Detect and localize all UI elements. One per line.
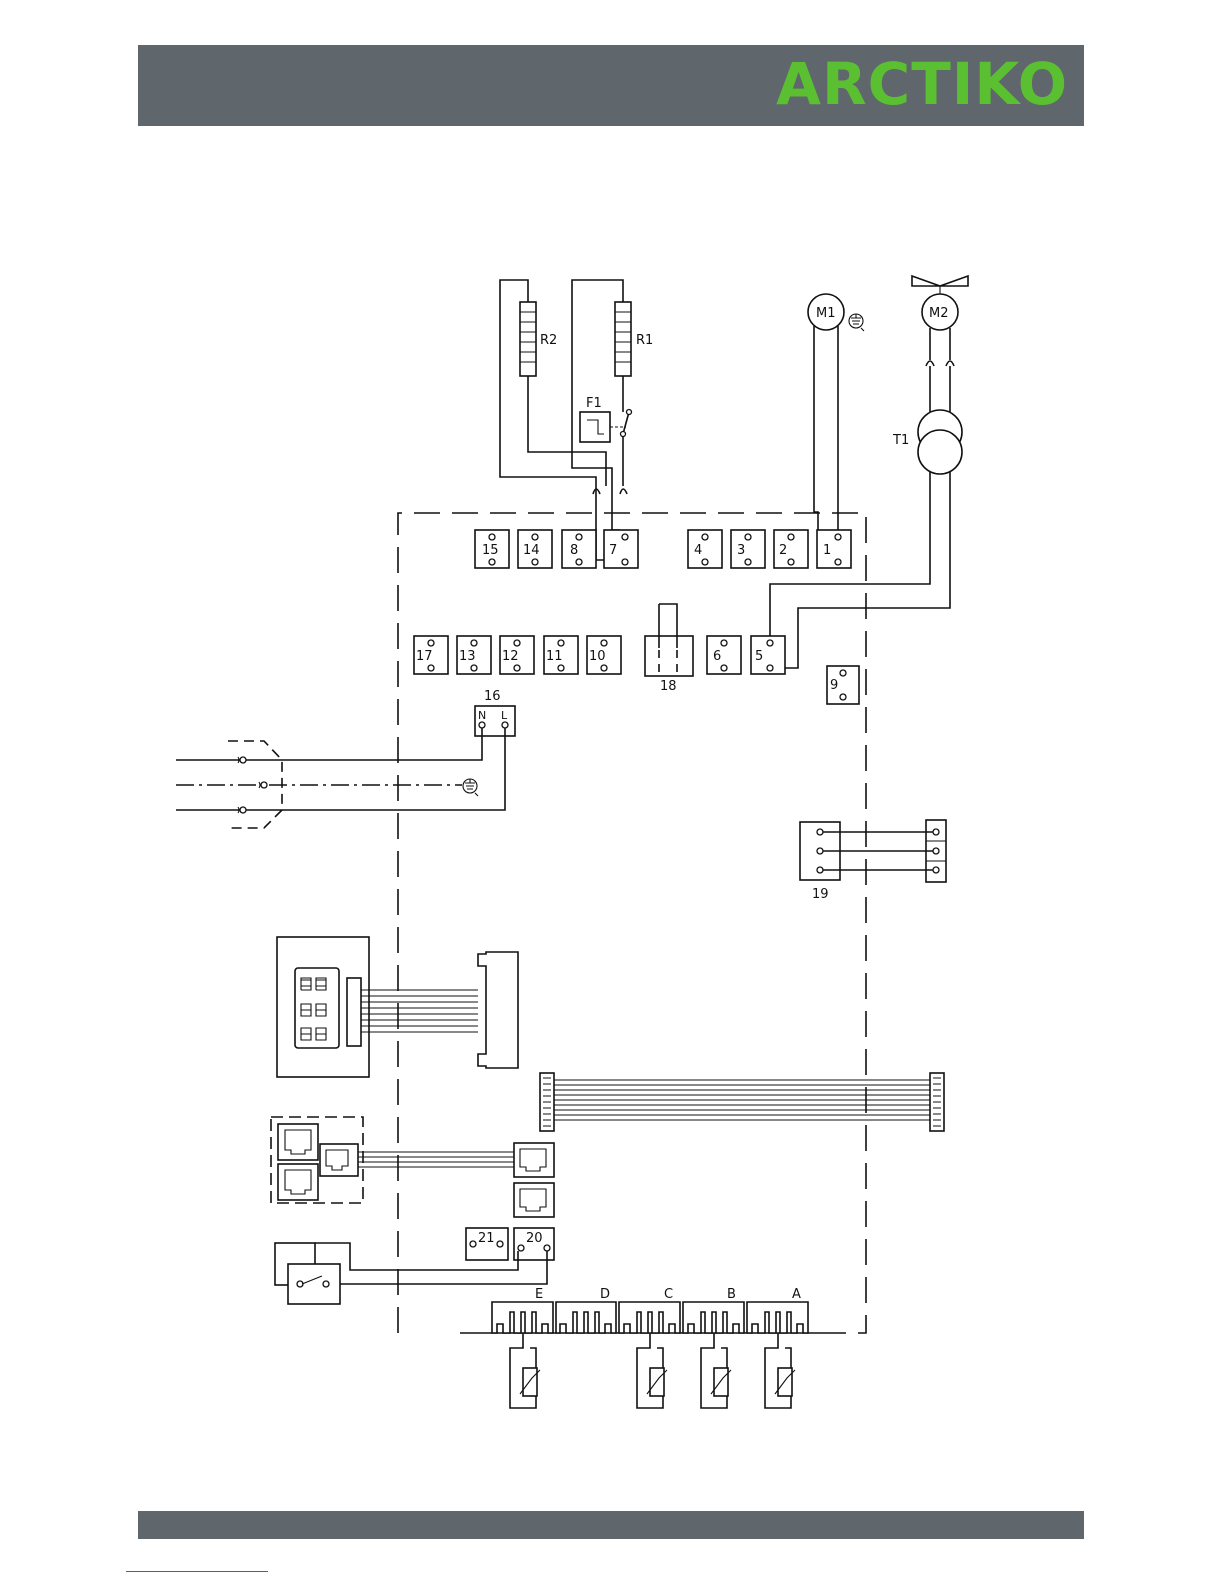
terminal-17: 17 [414, 636, 448, 674]
sensor-connector-b: B [683, 1287, 744, 1333]
sensor-connector-d: D [556, 1287, 616, 1333]
rj-port-board-1 [514, 1143, 554, 1177]
door-switch [275, 1243, 340, 1304]
svg-text:11: 11 [546, 649, 563, 664]
label-m2: M2 [929, 306, 949, 321]
svg-text:E: E [535, 1287, 543, 1302]
ntc-probe-b [701, 1333, 731, 1408]
ntc-probe-a [765, 1333, 795, 1408]
terminal-7: 7 [604, 530, 638, 568]
sensor-connector-c: C [619, 1287, 680, 1333]
svg-text:14: 14 [523, 543, 540, 558]
svg-text:19: 19 [812, 887, 829, 902]
terminal-5: 5 [751, 636, 785, 674]
svg-text:D: D [600, 1287, 610, 1302]
ground-symbol [849, 314, 864, 331]
svg-text:13: 13 [459, 649, 476, 664]
svg-text:17: 17 [416, 649, 433, 664]
transformer-t1: T1 [892, 410, 962, 474]
svg-text:5: 5 [755, 649, 763, 664]
terminal-9: 9 [827, 666, 859, 704]
rj-ports-external [271, 1117, 363, 1203]
sensor-connector-a: A [747, 1287, 808, 1333]
ntc-probe-c [637, 1333, 667, 1408]
label-r2: R2 [540, 333, 557, 348]
svg-text:A: A [792, 1287, 801, 1302]
heater-r2: R2 [520, 302, 557, 376]
footer-link-underline[interactable] [126, 1571, 268, 1572]
motor-m1: M1 [808, 294, 844, 330]
svg-text:3: 3 [737, 543, 745, 558]
mains-terminal-16: 16 N L [475, 689, 515, 736]
terminal-15: 15 [475, 530, 509, 568]
terminal-19: 19 [800, 822, 840, 902]
terminal-12: 12 [500, 636, 534, 674]
terminal-20: 20 [514, 1228, 554, 1260]
label-r1: R1 [636, 333, 653, 348]
sensor-connector-e: E [492, 1287, 553, 1333]
terminal-18: 18 [645, 604, 693, 694]
svg-text:10: 10 [589, 649, 606, 664]
svg-text:8: 8 [570, 543, 578, 558]
heater-r1: R1 [615, 302, 653, 376]
svg-text:N: N [478, 709, 486, 722]
label-f1: F1 [586, 396, 602, 411]
terminal-3: 3 [731, 530, 765, 568]
svg-text:1: 1 [823, 543, 831, 558]
terminal-13: 13 [457, 636, 491, 674]
svg-text:B: B [727, 1287, 736, 1302]
svg-text:2: 2 [779, 543, 787, 558]
svg-text:4: 4 [694, 543, 702, 558]
terminal-1: 1 [817, 530, 851, 568]
terminal-14: 14 [518, 530, 552, 568]
svg-text:15: 15 [482, 543, 499, 558]
svg-text:12: 12 [502, 649, 519, 664]
svg-text:7: 7 [609, 543, 617, 558]
terminal-4: 4 [688, 530, 722, 568]
footer-band [138, 1511, 1084, 1539]
svg-text:20: 20 [526, 1231, 543, 1246]
display-module [277, 937, 369, 1077]
svg-text:C: C [664, 1287, 673, 1302]
label-m1: M1 [816, 306, 836, 321]
svg-text:21: 21 [478, 1231, 495, 1246]
terminal-10: 10 [587, 636, 621, 674]
rj-port-board-2 [514, 1183, 554, 1217]
terminal-6: 6 [707, 636, 741, 674]
ntc-probe-e [510, 1333, 540, 1408]
ribbon-cable [540, 1073, 944, 1131]
svg-text:9: 9 [830, 678, 838, 693]
terminal-2: 2 [774, 530, 808, 568]
svg-text:18: 18 [660, 679, 677, 694]
terminal-21: 21 [466, 1228, 508, 1260]
svg-text:16: 16 [484, 689, 501, 704]
fan-icon [912, 276, 968, 296]
svg-text:6: 6 [713, 649, 721, 664]
label-t1: T1 [892, 433, 909, 448]
earth-ground-symbol [463, 779, 478, 796]
display-connector [478, 952, 518, 1068]
terminal-11: 11 [544, 636, 578, 674]
motor-m2: M2 [922, 294, 958, 330]
svg-text:L: L [501, 709, 508, 722]
terminal-8: 8 [562, 530, 596, 568]
